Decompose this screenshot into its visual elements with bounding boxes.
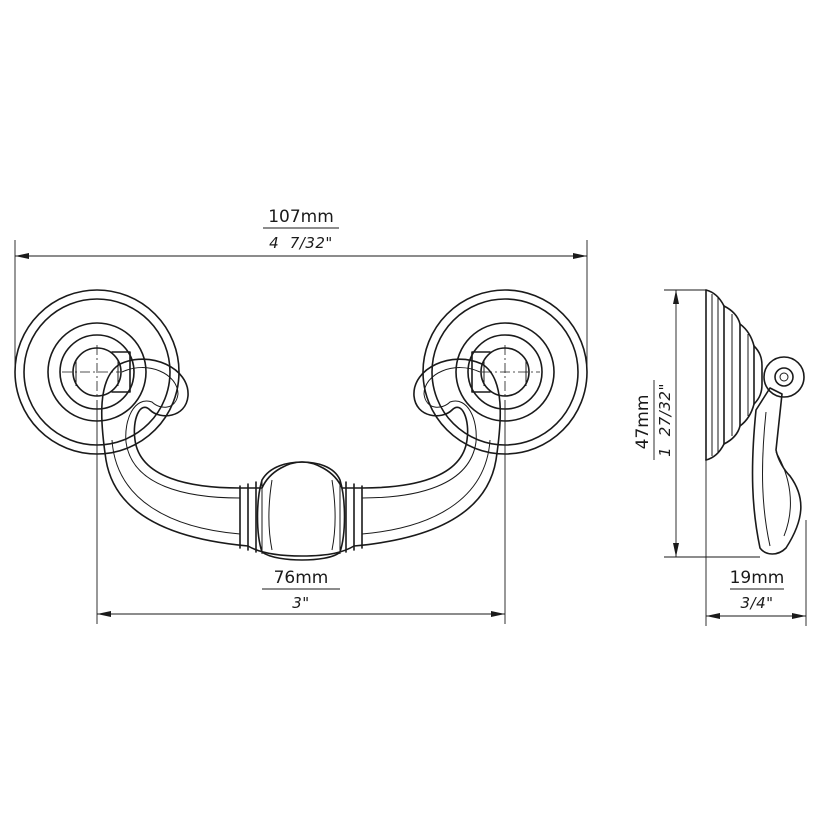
center-to-center-imperial: 3": [292, 594, 309, 612]
dimension-height: 47mm 1 27/32": [633, 289, 760, 558]
side-bail-profile: [751, 356, 805, 555]
projection-metric: 19mm: [730, 568, 785, 588]
height-metric: 47mm: [633, 395, 653, 450]
side-backplate-profile: [705, 289, 763, 461]
dimension-projection: 19mm 3/4": [705, 460, 807, 626]
dimension-center-to-center: 76mm 3": [96, 400, 506, 624]
projection-imperial: 3/4": [740, 594, 773, 612]
height-imperial: 1 27/32": [656, 383, 674, 457]
side-view: 47mm 1 27/32" 19mm 3/4": [633, 289, 807, 626]
front-view: 107mm 4 7/32" 76mm 3": [14, 207, 588, 624]
center-to-center-metric: 76mm: [274, 568, 329, 588]
overall-width-imperial: 4 7/32": [269, 234, 333, 252]
dimension-overall-width: 107mm 4 7/32": [14, 207, 588, 372]
overall-width-metric: 107mm: [268, 207, 334, 227]
bail-handle: [100, 351, 502, 561]
